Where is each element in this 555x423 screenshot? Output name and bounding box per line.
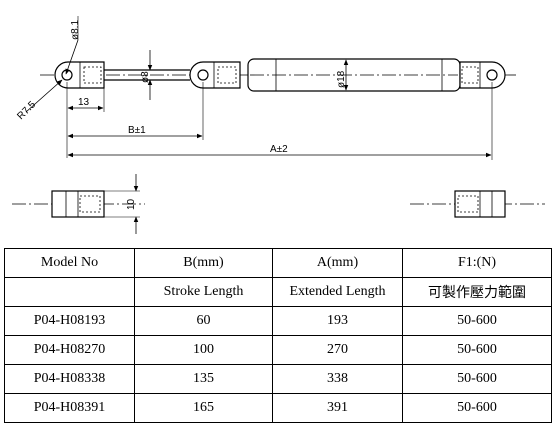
cell-force: 50-600 (402, 364, 552, 394)
dim-phi-18-label: ø18 (336, 70, 347, 88)
cell-stroke: 100 (134, 335, 273, 365)
gas-spring-technical-drawing: ø8.1 R7.5 13 ø8 ø18 B±1 A±2 (12, 16, 545, 234)
right-eye-fitting (459, 61, 506, 89)
dim-radius-7-5: R7.5 (15, 79, 63, 122)
cell-model: P04-H08391 (4, 393, 135, 423)
dim-13: 13 (66, 82, 105, 158)
right-fitting-side-view (454, 190, 506, 218)
cell-stroke: 60 (134, 306, 273, 336)
dim-13-label: 13 (78, 97, 90, 108)
cell-force: 50-600 (402, 335, 552, 365)
dim-phi-8: ø8 (140, 50, 153, 100)
dim-b-label: B±1 (128, 125, 146, 136)
table-row: P04-H08270 100 270 50-600 (4, 335, 552, 365)
table-row: P04-H08193 60 193 50-600 (4, 306, 552, 336)
dim-10: 10 (104, 174, 140, 234)
header-model-no: Model No (4, 248, 135, 278)
table-subheader-row: Stroke Length Extended Length 可製作壓力範圍 (4, 277, 552, 307)
dim-phi-8-1-label: ø8.1 (70, 20, 81, 40)
cell-extended: 391 (272, 393, 403, 423)
table-row: P04-H08338 135 338 50-600 (4, 364, 552, 394)
cell-force: 50-600 (402, 306, 552, 336)
dim-b-stroke: B±1 (67, 82, 204, 140)
header-b-mm: B(mm) (134, 248, 273, 278)
subheader-pressure-range: 可製作壓力範圍 (402, 277, 552, 307)
cell-model: P04-H08270 (4, 335, 135, 365)
cylinder-body (247, 58, 461, 92)
dim-a-extended: A±2 (67, 82, 493, 160)
spec-table: Model No B(mm) A(mm) F1:(N) Stroke Lengt… (4, 248, 552, 423)
left-eye-fitting (54, 61, 105, 89)
left-fitting-side-view (51, 190, 105, 218)
subheader-stroke-length: Stroke Length (134, 277, 273, 307)
piston-rod (104, 69, 190, 81)
dim-phi-18: ø18 (336, 59, 349, 91)
dim-radius-label: R7.5 (15, 99, 38, 122)
dim-10-label: 10 (126, 198, 137, 210)
subheader-empty (4, 277, 135, 307)
cell-extended: 270 (272, 335, 403, 365)
cell-model: P04-H08338 (4, 364, 135, 394)
header-a-mm: A(mm) (272, 248, 403, 278)
dim-a-label: A±2 (270, 144, 288, 155)
cell-extended: 193 (272, 306, 403, 336)
dim-phi-8-label: ø8 (140, 71, 151, 83)
cell-force: 50-600 (402, 393, 552, 423)
subheader-extended-length: Extended Length (272, 277, 403, 307)
table-header-row: Model No B(mm) A(mm) F1:(N) (4, 248, 552, 278)
cell-model: P04-H08193 (4, 306, 135, 336)
cell-stroke: 135 (134, 364, 273, 394)
dim-phi-8-1: ø8.1 (65, 16, 81, 75)
table-row: P04-H08391 165 391 50-600 (4, 393, 552, 423)
middle-eye-fitting (189, 61, 241, 89)
cell-extended: 338 (272, 364, 403, 394)
cell-stroke: 165 (134, 393, 273, 423)
header-f1-n: F1:(N) (402, 248, 552, 278)
